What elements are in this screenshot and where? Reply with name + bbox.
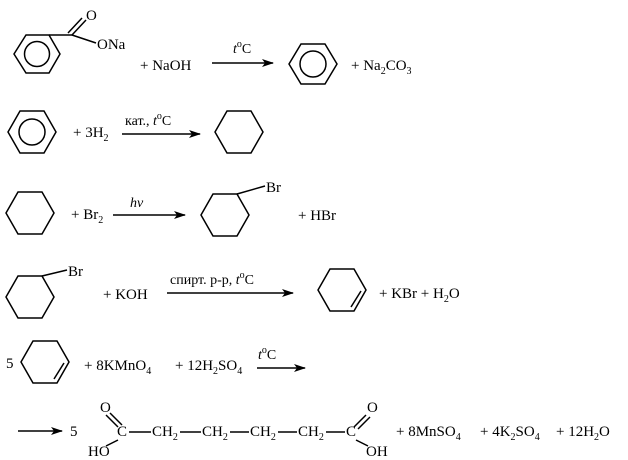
hydroxyl-label: OH — [366, 444, 388, 460]
reaction-3: + Br2 hv Br + HBr — [5, 180, 336, 237]
cyclohexane-structure — [214, 110, 264, 154]
benzene-structure — [288, 43, 338, 85]
product-k2so4: + 4K2SO4 — [480, 424, 540, 443]
product-water: + 12H2O — [556, 424, 610, 443]
methylene-label: CH2 — [298, 424, 324, 443]
bromo-label: Br — [266, 180, 281, 196]
reagent-kmno4: + 8KMnO4 — [84, 358, 151, 377]
reagent-hydrogen: + 3H2 — [73, 125, 109, 144]
glutaric-acid-structure: O C HO CH2 CH2 CH2 CH2 C O OH — [88, 400, 388, 460]
condition-c: C — [242, 42, 251, 57]
bromocyclohexane-structure: Br — [5, 264, 83, 319]
reagent-h2so4: + 12H2SO4 — [175, 358, 242, 377]
methylene-label: CH2 — [152, 424, 178, 443]
condition-temperature: toC — [233, 39, 251, 57]
condition-temperature: toC — [258, 345, 276, 363]
reaction-5-products: 5 O C HO CH2 CH2 CH2 CH2 C O OH + 8MnSO4 — [18, 400, 610, 460]
coefficient: 5 — [70, 424, 78, 440]
reaction-1: O ONa + NaOH toC + Na2CO3 — [13, 8, 412, 85]
condition-t: t — [233, 42, 238, 57]
oxygen-label: O — [86, 8, 97, 24]
methylene-label: CH2 — [250, 424, 276, 443]
product-hbr: + HBr — [298, 208, 336, 224]
oxygen-label: O — [100, 400, 111, 416]
product-mnso4: + 8MnSO4 — [396, 424, 461, 443]
condition-alcoholic: спирт. р-р, toC — [170, 270, 254, 288]
reagent-koh: + KOH — [103, 287, 148, 303]
reagent-naoh: + NaOH — [140, 58, 192, 74]
condition-catalyst: кат., toC — [125, 111, 171, 129]
condition-degree: o — [237, 39, 242, 50]
bromocyclohexane-structure: Br — [200, 180, 281, 237]
methylene-label: CH2 — [202, 424, 228, 443]
ona-label: ONa — [97, 37, 126, 53]
bromo-label: Br — [68, 264, 83, 280]
cyclohexene-structure — [20, 340, 70, 384]
reaction-5: 5 + 8KMnO4 + 12H2SO4 toC — [6, 340, 306, 384]
coefficient: 5 — [6, 356, 14, 372]
hydroxyl-label: HO — [88, 444, 110, 460]
sodium-benzoate-structure: O ONa — [13, 8, 126, 74]
oxygen-label: O — [367, 400, 378, 416]
carbon-label: C — [117, 424, 127, 440]
benzene-structure — [7, 110, 57, 154]
product-na2co3: + Na2CO3 — [351, 58, 412, 77]
carbon-label: C — [346, 424, 356, 440]
condition-light: hv — [130, 196, 144, 211]
cyclohexene-structure — [317, 268, 367, 312]
reaction-2: + 3H2 кат., toC — [7, 110, 264, 154]
reagent-bromine: + Br2 — [71, 207, 103, 226]
product-kbr-water: + KBr + H2O — [379, 286, 460, 305]
reaction-4: Br + KOH спирт. р-р, toC + KBr + H2O — [5, 264, 460, 319]
cyclohexane-structure — [5, 191, 55, 235]
